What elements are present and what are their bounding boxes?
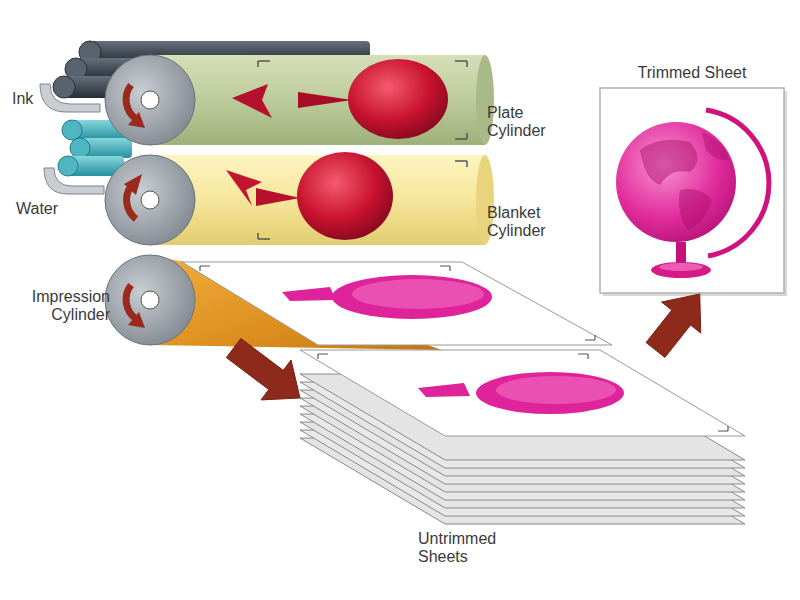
blanket-cylinder-node: Blanket Cylinder bbox=[487, 204, 561, 248]
globe-base bbox=[651, 262, 711, 278]
node-label: Plate Cylinder bbox=[487, 104, 561, 141]
balloon-image bbox=[348, 59, 448, 139]
globe-base bbox=[659, 263, 703, 271]
register-mark bbox=[318, 354, 728, 431]
rotation-arrow bbox=[126, 85, 136, 119]
rotation-arrow bbox=[126, 285, 136, 319]
node-label: Water bbox=[16, 200, 76, 218]
balloon-ribbon bbox=[232, 84, 272, 118]
trimmed-sheet-frame bbox=[600, 88, 784, 293]
ink-roller-end bbox=[53, 76, 75, 98]
balloon-neck bbox=[256, 188, 300, 206]
node-label: Trimmed Sheet bbox=[595, 64, 789, 82]
cylinder-axle-hole bbox=[141, 91, 159, 109]
printed-image bbox=[476, 372, 624, 414]
impression-cylinder-node: Impression Cylinder bbox=[10, 258, 440, 348]
printed-image bbox=[282, 287, 336, 301]
printed-image bbox=[332, 275, 492, 319]
plate-cylinder-node: Plate Cylinder bbox=[487, 104, 561, 148]
trimmed-sheet-node: Trimmed Sheet bbox=[595, 62, 789, 294]
globe-continent bbox=[679, 189, 712, 230]
cylinder-end-cap bbox=[105, 155, 195, 245]
water-roller-end bbox=[70, 138, 90, 158]
flow-arrow bbox=[646, 294, 701, 357]
water-roller-end bbox=[62, 120, 82, 140]
cylinder-axle-hole bbox=[141, 191, 159, 209]
plate-cylinder-body bbox=[150, 55, 485, 145]
ink-label-node: Ink bbox=[12, 90, 60, 114]
node-label: Untrimmed Sheets bbox=[418, 530, 510, 567]
printed-image bbox=[418, 383, 470, 397]
node-label: Impression Cylinder bbox=[10, 288, 110, 325]
water-roller-end bbox=[58, 156, 78, 176]
node-label: Ink bbox=[12, 90, 60, 108]
register-mark bbox=[200, 266, 595, 340]
ink-trough bbox=[40, 84, 100, 112]
flow-arrow bbox=[226, 338, 300, 400]
rotation-arrow-head bbox=[128, 312, 145, 328]
untrimmed-sheets-node: Untrimmed Sheets bbox=[300, 350, 750, 565]
rotation-arrow-head bbox=[128, 112, 145, 128]
printed-sheet bbox=[182, 262, 612, 345]
globe-continent bbox=[640, 140, 698, 185]
node-label: Blanket Cylinder bbox=[487, 204, 561, 241]
printed-sheet bbox=[300, 350, 745, 436]
printed-image bbox=[352, 279, 484, 309]
cylinder-axle-hole bbox=[141, 291, 159, 309]
globe-stand bbox=[676, 242, 686, 264]
water-label-node: Water bbox=[16, 200, 76, 224]
printed-image bbox=[496, 376, 616, 404]
cylinder-end-cap bbox=[105, 55, 195, 145]
water-trough bbox=[44, 168, 104, 194]
globe-continent bbox=[702, 132, 730, 160]
cylinder-end-cap bbox=[105, 255, 195, 345]
globe bbox=[616, 122, 736, 242]
balloon-neck bbox=[298, 92, 352, 108]
rotation-arrow-head bbox=[124, 174, 142, 195]
balloon-image bbox=[297, 152, 393, 240]
